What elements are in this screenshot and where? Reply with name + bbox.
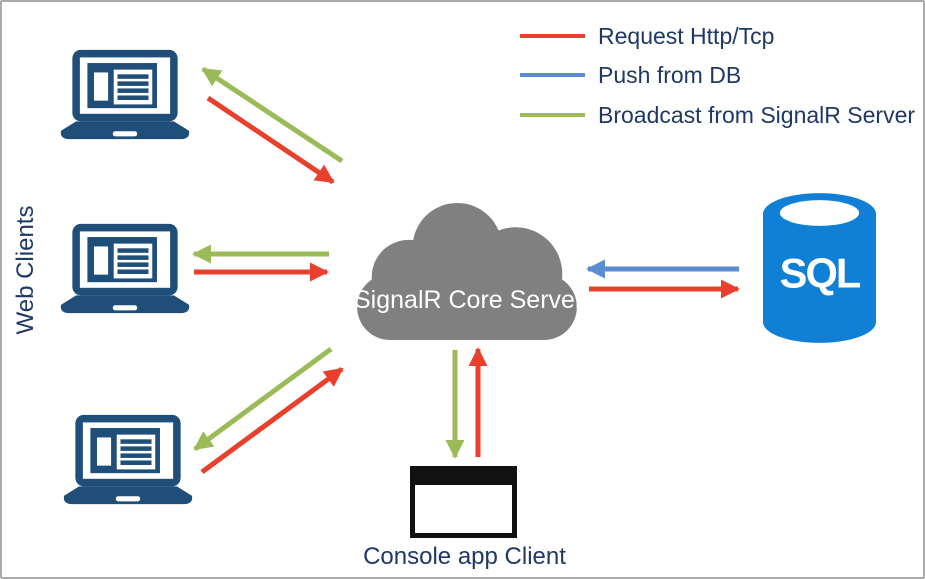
legend-item-push: Push from DB bbox=[520, 61, 741, 89]
legend-swatch-request bbox=[520, 33, 585, 39]
signalr-server-cloud-icon bbox=[357, 202, 577, 341]
sql-database-label: SQL bbox=[780, 249, 861, 296]
arrow-request-client3-to-server bbox=[200, 366, 344, 475]
console-app-icon bbox=[410, 466, 517, 538]
legend-swatch-push bbox=[520, 72, 585, 78]
arrow-request-client1-to-server bbox=[206, 95, 335, 185]
web-client-laptop-icon-2 bbox=[59, 222, 191, 316]
arrow-broadcast-to-client3 bbox=[193, 346, 333, 452]
console-app-label: Console app Client bbox=[363, 543, 566, 570]
signalr-server-label: SignalR Core Server bbox=[354, 286, 584, 314]
console-titlebar bbox=[415, 471, 512, 485]
web-clients-group-label: Web Clients bbox=[12, 205, 39, 335]
legend-item-request: Request Http/Tcp bbox=[520, 22, 774, 50]
sql-database-icon: SQL bbox=[762, 193, 877, 343]
legend-label-push: Push from DB bbox=[598, 61, 742, 88]
web-client-laptop-icon-3 bbox=[62, 413, 194, 507]
legend-item-broadcast: Broadcast from SignalR Server bbox=[520, 101, 915, 129]
arrow-broadcast-to-client1 bbox=[201, 66, 344, 164]
legend-swatch-broadcast bbox=[520, 112, 585, 118]
legend-label-broadcast: Broadcast from SignalR Server bbox=[598, 101, 916, 128]
web-client-laptop-icon-1 bbox=[59, 48, 191, 142]
legend-label-request: Request Http/Tcp bbox=[598, 22, 775, 49]
